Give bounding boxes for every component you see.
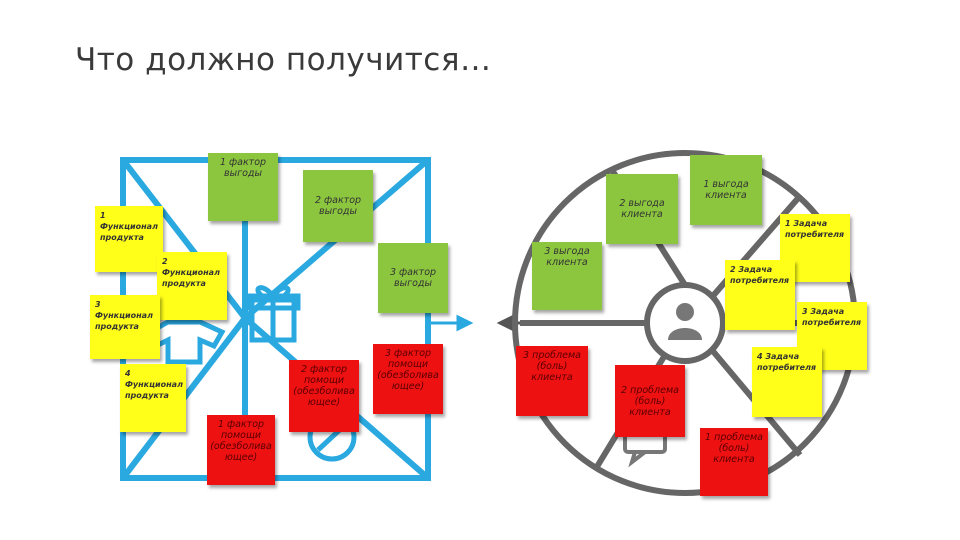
- gain-note[interactable]: 3 выгода клиента: [532, 242, 602, 310]
- pain-note[interactable]: 3 проблема (боль) клиента: [516, 346, 588, 416]
- pain-note[interactable]: 2 проблема (боль) клиента: [615, 365, 685, 437]
- job-text: 3 Задача потребителя: [802, 307, 862, 327]
- gain-note[interactable]: 1 выгода клиента: [690, 155, 762, 225]
- pain-text: 1 проблема (боль) клиента: [705, 432, 763, 465]
- product-text: 4 Функционал продукта: [125, 369, 183, 400]
- shirt-icon: [146, 319, 226, 365]
- gain-creator-text: 3 фактор выгоды: [389, 267, 437, 289]
- product-text: 3 Функционал продукта: [95, 300, 153, 331]
- product-note[interactable]: 4 Функционал продукта: [120, 364, 186, 432]
- page-title: Что должно получится…: [75, 42, 492, 78]
- gain-note[interactable]: 2 выгода клиента: [606, 174, 678, 244]
- pain-text: 3 проблема (боль) клиента: [523, 350, 581, 383]
- product-text: 1 Функционал продукта: [100, 211, 158, 242]
- fit-arrows: [428, 314, 474, 332]
- pain-reliever-note[interactable]: 3 фактор помощи (обезболива ющее): [373, 344, 443, 414]
- pain-reliever-text: 3 фактор помощи (обезболива ющее): [377, 348, 439, 392]
- gift-icon: [245, 285, 301, 343]
- gain-creator-note[interactable]: 2 фактор выгоды: [303, 170, 373, 242]
- gain-creator-text: 2 фактор выгоды: [314, 195, 362, 217]
- product-note[interactable]: 3 Функционал продукта: [90, 295, 160, 359]
- job-text: 4 Задача потребителя: [757, 352, 817, 372]
- gain-creator-note[interactable]: 3 фактор выгоды: [378, 243, 448, 313]
- job-note[interactable]: 4 Задача потребителя: [752, 347, 822, 417]
- pain-reliever-note[interactable]: 2 фактор помощи (обезболива ющее): [289, 360, 359, 432]
- product-text: 2 Функционал продукта: [162, 257, 220, 288]
- job-text: 2 Задача потребителя: [730, 265, 790, 285]
- pain-reliever-text: 1 фактор помощи (обезболива ющее): [210, 419, 272, 463]
- pain-note[interactable]: 1 проблема (боль) клиента: [700, 428, 768, 496]
- product-note[interactable]: 1 Функционал продукта: [95, 206, 163, 272]
- pain-text: 2 проблема (боль) клиента: [621, 384, 679, 418]
- arrow-right-head: [456, 314, 474, 332]
- gain-text: 1 выгода клиента: [703, 179, 749, 201]
- arrow-left-head: [496, 314, 514, 332]
- product-note[interactable]: 2 Функционал продукта: [157, 252, 227, 320]
- person-icon: [668, 303, 702, 340]
- gain-text: 2 выгода клиента: [619, 198, 665, 220]
- job-text: 1 Задача потребителя: [785, 219, 845, 239]
- pain-reliever-text: 2 фактор помощи (обезболива ющее): [293, 364, 355, 408]
- job-note[interactable]: 2 Задача потребителя: [725, 260, 795, 330]
- pain-reliever-note[interactable]: 1 фактор помощи (обезболива ющее): [207, 415, 275, 485]
- gain-creator-text: 1 фактор выгоды: [219, 157, 267, 179]
- gain-text: 3 выгода клиента: [544, 246, 590, 268]
- gain-creator-note[interactable]: 1 фактор выгоды: [208, 153, 278, 221]
